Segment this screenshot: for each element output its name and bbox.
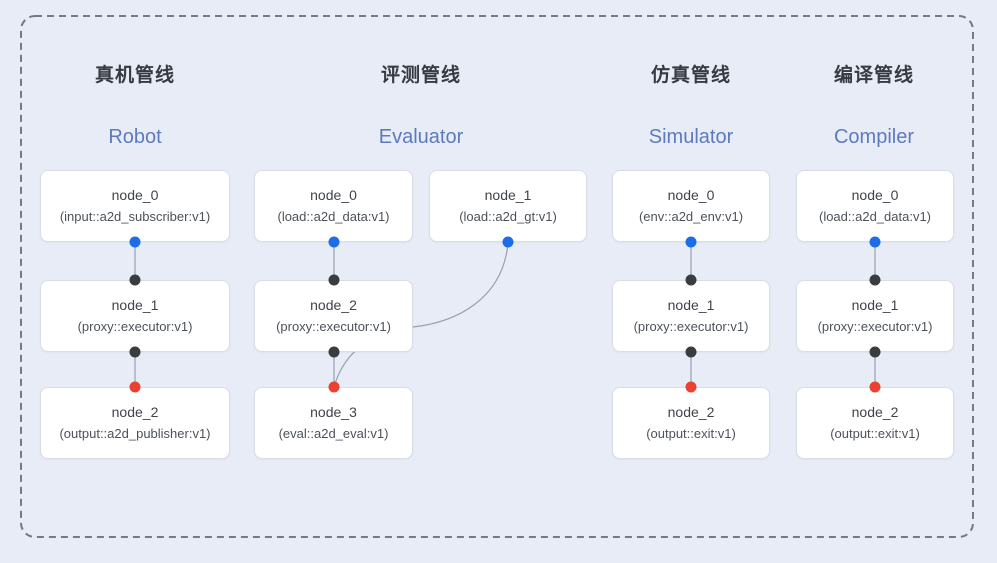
node-evaluator-1-type: (load::a2d_gt:v1) [459,209,557,224]
node-simulator-1-type: (proxy::executor:v1) [633,319,749,334]
compiler-node1-in-port-dot [869,274,881,286]
node-compiler-2-name: node_2 [851,404,899,420]
node-robot-2: node_2 (output::a2d_publisher:v1) [40,387,230,459]
node-evaluator-2-name: node_2 [310,297,357,313]
simulator-node1-in-port-dot [685,274,697,286]
simulator-node2-in-port-dot [685,381,697,393]
node-simulator-0-name: node_0 [667,187,715,203]
simulator-node0-out-port-dot [685,236,697,248]
node-evaluator-0-type: (load::a2d_data:v1) [277,209,390,224]
compiler-node2-in-port-dot [869,381,881,393]
header-robot-en: Robot [108,126,162,148]
compiler-node1-out-port-dot [869,346,881,358]
node-compiler-1-name: node_1 [851,297,899,313]
evaluator-node2-out-port-dot [328,346,340,358]
node-evaluator-1-name: node_1 [484,187,532,203]
evaluator-node1-out-port-dot [502,236,514,248]
node-robot-1-name: node_1 [111,297,159,313]
header-simulator: 仿真管线 Simulator [581,64,801,149]
node-evaluator-0: node_0 (load::a2d_data:v1) [254,170,413,242]
evaluator-node2-in-port-dot [328,274,340,286]
node-compiler-2: node_2 (output::exit:v1) [796,387,954,459]
node-compiler-0-name: node_0 [851,187,899,203]
node-compiler-0: node_0 (load::a2d_data:v1) [796,170,954,242]
node-simulator-2: node_2 (output::exit:v1) [612,387,770,459]
node-robot-1: node_1 (proxy::executor:v1) [40,280,230,352]
header-compiler-zh: 编译管线 [833,65,914,86]
edge-evaluator-n1-n3-curve [333,242,509,388]
node-simulator-2-type: (output::exit:v1) [646,426,736,441]
node-compiler-0-type: (load::a2d_data:v1) [818,209,932,224]
node-compiler-2-type: (output::exit:v1) [830,426,920,441]
node-evaluator-3: node_3 (eval::a2d_eval:v1) [254,387,413,459]
node-simulator-0-type: (env::a2d_env:v1) [638,209,744,224]
node-simulator-1-name: node_1 [667,297,715,313]
robot-node2-in-port-dot [129,381,141,393]
node-robot-0-type: (input::a2d_subscriber:v1) [59,209,211,224]
header-simulator-zh: 仿真管线 [650,65,731,86]
node-robot-2-type: (output::a2d_publisher:v1) [59,426,211,441]
header-simulator-en: Simulator [648,126,734,148]
node-robot-0-name: node_0 [111,187,159,203]
header-compiler: 编译管线 Compiler [764,64,984,149]
robot-node1-out-port-dot [129,346,141,358]
node-evaluator-3-type: (eval::a2d_eval:v1) [278,426,389,441]
header-compiler-en: Compiler [833,126,915,148]
node-compiler-1: node_1 (proxy::executor:v1) [796,280,954,352]
dashed-frame [20,15,974,538]
node-robot-1-type: (proxy::executor:v1) [77,319,193,334]
header-robot: 真机管线 Robot [25,64,245,149]
evaluator-node0-out-port-dot [328,236,340,248]
node-evaluator-1: node_1 (load::a2d_gt:v1) [429,170,587,242]
node-robot-2-name: node_2 [111,404,159,420]
robot-node0-out-port-dot [129,236,141,248]
header-evaluator-en: Evaluator [378,126,464,148]
simulator-node1-out-port-dot [685,346,697,358]
node-evaluator-3-name: node_3 [310,404,357,420]
node-compiler-1-type: (proxy::executor:v1) [817,319,933,334]
evaluator-node3-in-port-dot [328,381,340,393]
header-evaluator-zh: 评测管线 [380,65,461,86]
robot-node1-in-port-dot [129,274,141,286]
node-evaluator-2-type: (proxy::executor:v1) [276,319,391,334]
node-robot-0: node_0 (input::a2d_subscriber:v1) [40,170,230,242]
node-simulator-2-name: node_2 [667,404,715,420]
node-evaluator-0-name: node_0 [310,187,357,203]
node-simulator-1: node_1 (proxy::executor:v1) [612,280,770,352]
node-simulator-0: node_0 (env::a2d_env:v1) [612,170,770,242]
header-evaluator: 评测管线 Evaluator [311,64,531,149]
header-robot-zh: 真机管线 [94,65,175,86]
node-evaluator-2: node_2 (proxy::executor:v1) [254,280,413,352]
compiler-node0-out-port-dot [869,236,881,248]
